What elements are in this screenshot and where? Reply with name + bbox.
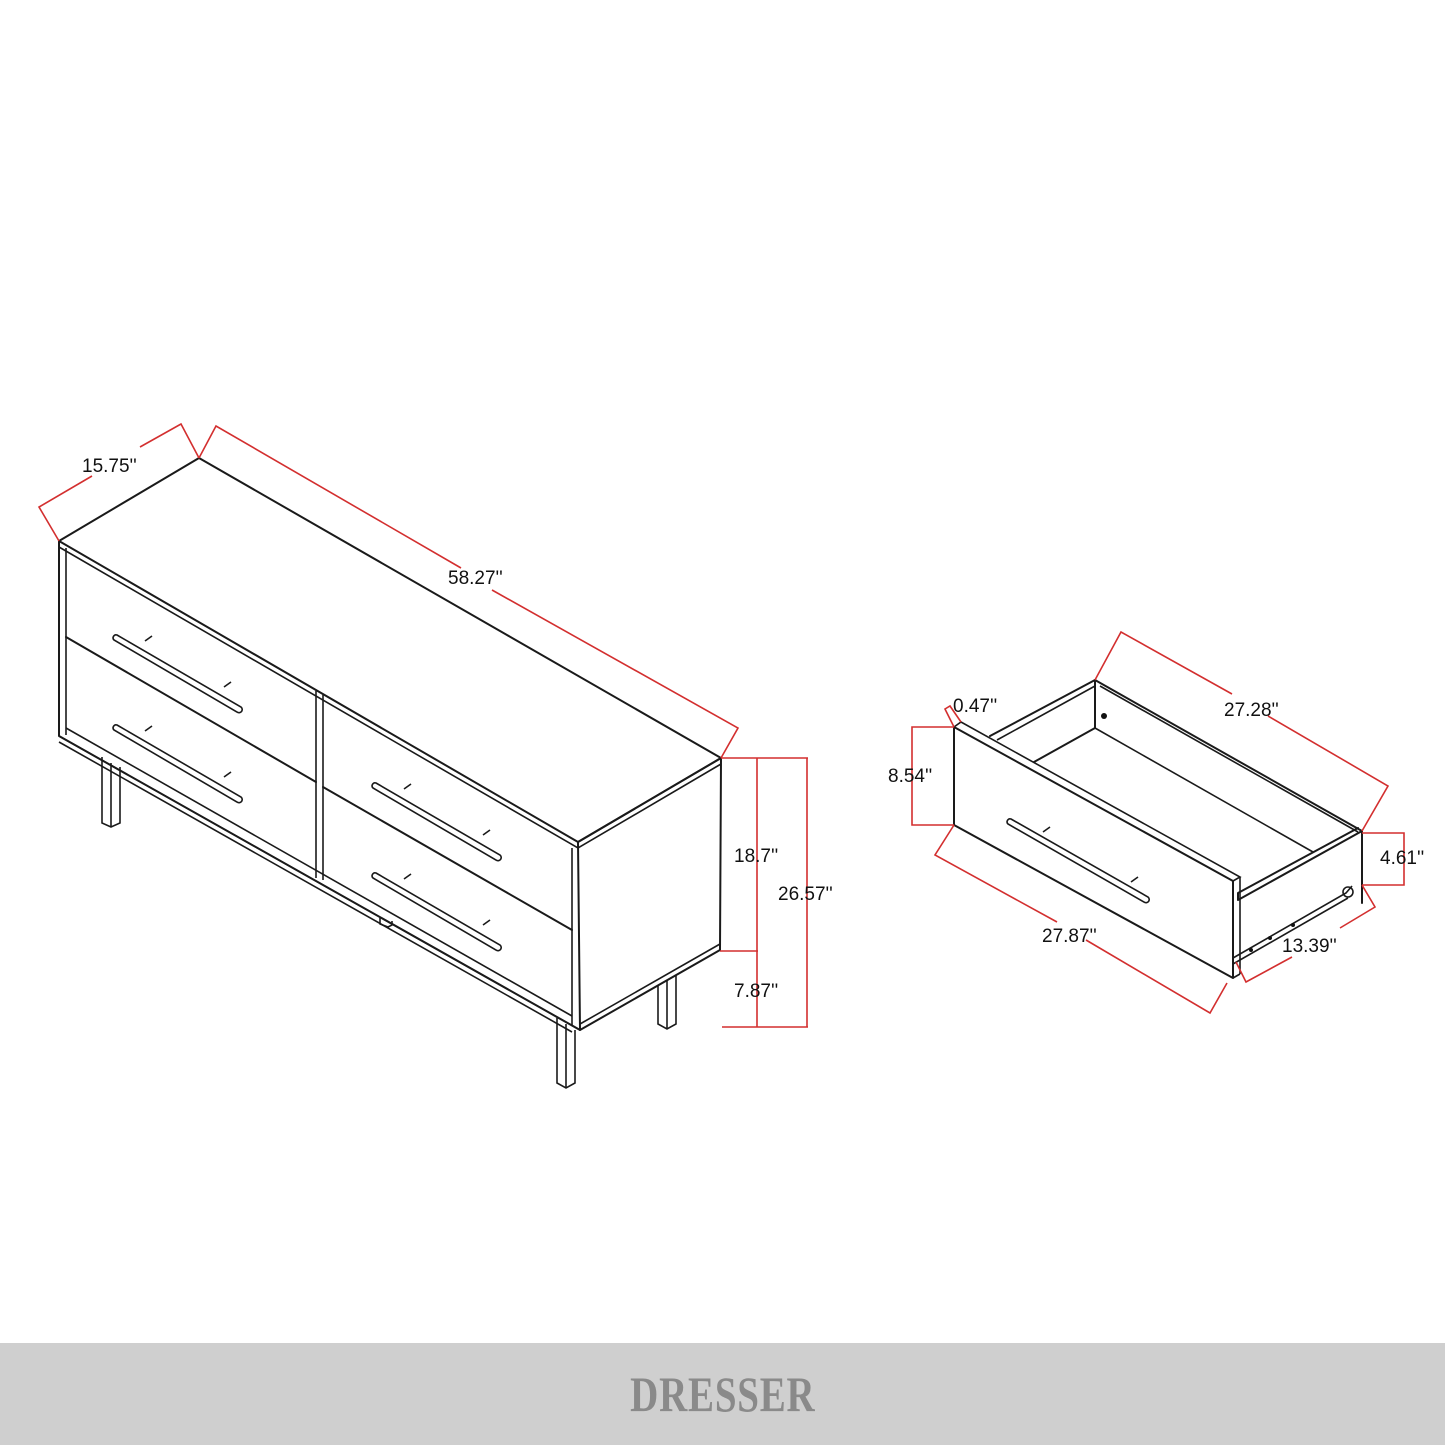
drawer-divider-left xyxy=(65,636,317,783)
dim-inner-length-label: 27.28'' xyxy=(1224,700,1279,721)
drawer-handle-1 xyxy=(112,634,243,714)
footer-banner: DRESSER xyxy=(0,1343,1445,1445)
center-foot xyxy=(379,918,393,928)
footer-title: DRESSER xyxy=(629,1366,816,1422)
dresser-side xyxy=(577,757,722,1031)
dim-width-label: 58.27'' xyxy=(448,568,503,589)
drawer-handle-4 xyxy=(371,872,502,952)
drawer-handle-3 xyxy=(371,782,502,862)
dresser-dimensions: 15.75'' 58.27'' 18.7'' 7.87'' 26.57'' xyxy=(37,422,833,1028)
drawer-divider-right xyxy=(322,786,573,931)
drawer-slide xyxy=(1232,885,1354,965)
dim-leg-height-label: 7.87'' xyxy=(734,981,778,1002)
leg-front-right xyxy=(556,1018,576,1089)
dim-front-thickness-label: 0.47'' xyxy=(953,696,997,717)
dim-body-height-label: 18.7'' xyxy=(734,846,778,867)
dim-side-height-label: 4.61'' xyxy=(1380,848,1424,869)
dim-front-width-label: 27.87'' xyxy=(1042,926,1097,947)
leg-back-right xyxy=(657,975,677,1030)
drawer-front-handle xyxy=(1006,818,1150,904)
dim-total-height-label: 26.57'' xyxy=(778,884,833,905)
dim-depth-label: 15.75'' xyxy=(82,456,137,477)
dresser-top xyxy=(58,457,722,843)
dim-slide-length-label: 13.39'' xyxy=(1282,936,1337,957)
leg-front-left xyxy=(101,757,121,828)
drawer-illustration xyxy=(953,679,1363,979)
drawer-dimensions: 0.47'' 8.54'' 27.28'' 4.61'' 27.87'' 13.… xyxy=(888,630,1424,1015)
dresser-illustration xyxy=(58,457,722,1089)
drawer-handle-2 xyxy=(112,724,243,804)
dim-front-height-label: 8.54'' xyxy=(888,766,932,787)
